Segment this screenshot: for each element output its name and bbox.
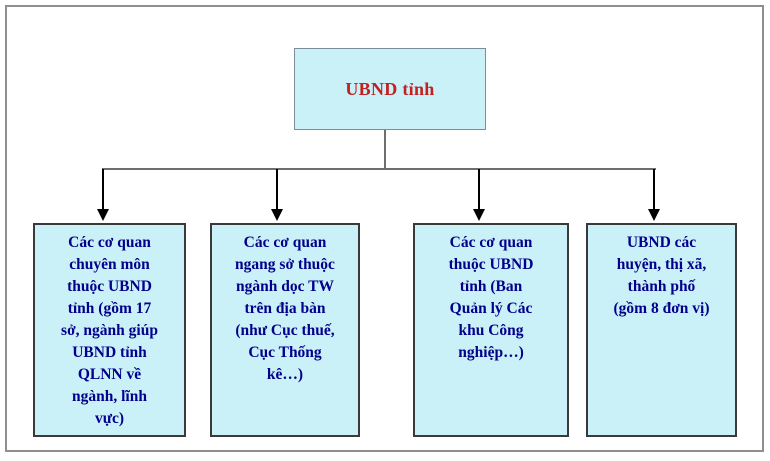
connector-drop-line [653,169,655,210]
org-box-label: Các cơ quan thuộc UBND tỉnh (Ban Quản lý… [448,234,534,361]
connector-bar [102,168,656,170]
org-box-label: Các cơ quan ngang sở thuộc ngành dọc TW … [235,234,335,383]
org-box-thuoc-ubnd: Các cơ quan thuộc UBND tỉnh (Ban Quản lý… [413,223,569,437]
org-box-chuyen-mon: Các cơ quan chuyên môn thuộc UBND tỉnh (… [33,223,186,437]
arrowhead-down-icon [271,209,283,221]
arrowhead-down-icon [473,209,485,221]
org-box-root: UBND tỉnh [294,48,486,130]
org-box-label: UBND các huyện, thị xã, thành phố (gồm 8… [613,234,710,317]
connector-stub [384,130,386,169]
arrowhead-down-icon [97,209,109,221]
arrowhead-down-icon [648,209,660,221]
connector-drop-line [478,169,480,210]
page-frame [5,5,764,452]
org-box-label: Các cơ quan chuyên môn thuộc UBND tỉnh (… [61,234,158,427]
connector-drop-line [276,169,278,210]
org-box-ngang-so: Các cơ quan ngang sở thuộc ngành dọc TW … [210,223,360,437]
connector-drop-line [102,169,104,210]
org-box-ubnd-huyen: UBND các huyện, thị xã, thành phố (gồm 8… [586,223,737,437]
org-box-root-label: UBND tỉnh [345,78,435,99]
